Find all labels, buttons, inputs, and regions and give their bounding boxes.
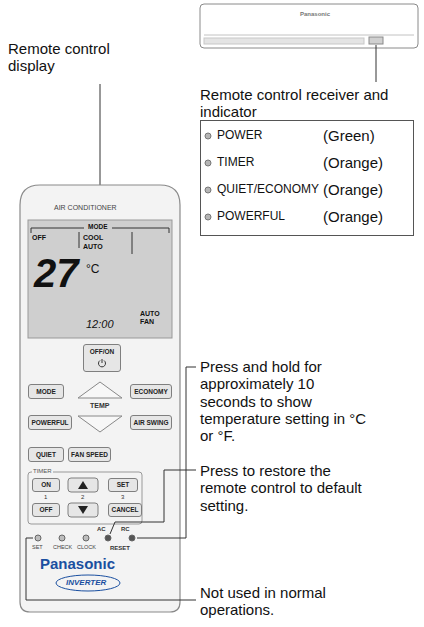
timer-set-button: SET xyxy=(108,478,138,492)
node-text: (Orange) xyxy=(323,208,383,225)
node-text: 27 xyxy=(34,250,79,296)
node-text: AIR CONDITIONER xyxy=(54,204,117,212)
node-text: MODE xyxy=(88,223,108,230)
button-label: ON xyxy=(41,481,51,488)
button-label: MODE xyxy=(36,388,56,395)
timer-on-button: ON xyxy=(32,478,60,492)
powerful-button: POWERFUL xyxy=(28,415,72,430)
node-text: TIMER xyxy=(32,468,53,475)
button-label: CLOCK xyxy=(77,544,96,550)
node-text: COOL xyxy=(83,234,103,242)
indoor-unit: Panasonic xyxy=(200,4,418,48)
node-text: TIMER xyxy=(217,156,254,170)
temp-up-button xyxy=(78,382,122,398)
node-text: 12:00 xyxy=(86,318,114,331)
timer-off-button: OFF xyxy=(32,503,60,517)
callout-label: Remote control display xyxy=(8,40,158,75)
button-label: TEMP xyxy=(90,402,109,410)
indoor-unit xyxy=(200,4,418,48)
lcd-divider xyxy=(132,232,133,254)
unit-vane xyxy=(204,35,414,36)
receiver-window xyxy=(369,37,383,44)
node-text: OFF xyxy=(32,234,46,242)
node-text: (Green) xyxy=(323,127,375,144)
node-text: (Orange) xyxy=(323,154,383,171)
temp-down-button xyxy=(78,416,122,432)
button-label: OFF xyxy=(40,506,53,513)
leader-line xyxy=(376,45,377,82)
node-text: POWERFUL xyxy=(217,210,285,224)
air-swing-button: AIR SWING xyxy=(130,415,172,430)
fan-speed-button: FAN SPEED xyxy=(68,447,111,462)
remote-body xyxy=(20,185,180,612)
remote-body: AIR CONDITIONER PanasonicINVERTER MODE OFF C… xyxy=(20,185,180,612)
lcd-screen xyxy=(28,220,172,338)
button-label: QUIET xyxy=(36,451,56,458)
button-number: 3 xyxy=(121,494,124,501)
button-label: OFF/ON xyxy=(90,348,115,355)
button-label: ECONOMY xyxy=(134,388,168,395)
node-text: Panasonic xyxy=(40,555,115,572)
down-arrow xyxy=(78,506,88,514)
callout-text: Not used in normal operations. xyxy=(200,584,368,619)
lcd-display: MODE OFF COOLAUTO 27 °C 12:00 AUTO FAN xyxy=(28,220,172,338)
button-label: CHECK xyxy=(53,544,72,550)
quiet-button: QUIET xyxy=(28,447,64,462)
timer-down-button xyxy=(68,503,98,517)
button-label: FAN SPEED xyxy=(71,451,108,458)
node-text: AUTO xyxy=(83,243,103,251)
button-label: AIR SWING xyxy=(133,419,168,426)
node-text: °C xyxy=(86,263,99,277)
indicator-panel: POWER (Green) TIMER (Orange) QUIET/ECONOMY (O… xyxy=(200,120,414,236)
node-text: Panasonic xyxy=(300,11,330,18)
button-label: CANCEL xyxy=(111,506,138,513)
economy-button: ECONOMY xyxy=(130,384,172,399)
button-label: SET xyxy=(117,481,130,488)
timer-cancel-button: CANCEL xyxy=(108,503,142,517)
power-button: OFF/ON xyxy=(83,344,121,372)
unit-outlet xyxy=(204,38,364,44)
callout-label: Remote control receiver and indicator xyxy=(200,86,415,121)
button-number: 2 xyxy=(81,494,84,501)
node-text: INVERTER xyxy=(66,578,106,587)
button-label: SET xyxy=(32,544,43,550)
up-arrow xyxy=(78,481,88,489)
callout-text: Press and hold for approximately 10 seco… xyxy=(200,358,368,444)
callout-text: Press to restore the remote control to d… xyxy=(200,462,368,514)
lcd-divider xyxy=(79,232,80,248)
power-symbol xyxy=(97,358,107,368)
node-text: (Orange) xyxy=(323,181,383,198)
button-label: RESET xyxy=(110,545,130,552)
leader-line xyxy=(26,538,196,600)
indicator-dots xyxy=(205,133,211,220)
mode-button: MODE xyxy=(28,384,64,399)
timer-up-button xyxy=(68,478,98,492)
button-label: AC xyxy=(97,526,106,533)
node-text: POWER xyxy=(217,129,262,143)
pin-buttons xyxy=(35,535,135,541)
node-text: QUIET/ECONOMY xyxy=(217,183,319,197)
button-label: RC xyxy=(121,526,130,533)
inverter-badge xyxy=(56,575,120,591)
timer-group xyxy=(28,472,142,524)
button-label: POWERFUL xyxy=(31,419,68,426)
node-text: AUTO FAN xyxy=(140,310,164,325)
button-number: 1 xyxy=(44,494,47,501)
